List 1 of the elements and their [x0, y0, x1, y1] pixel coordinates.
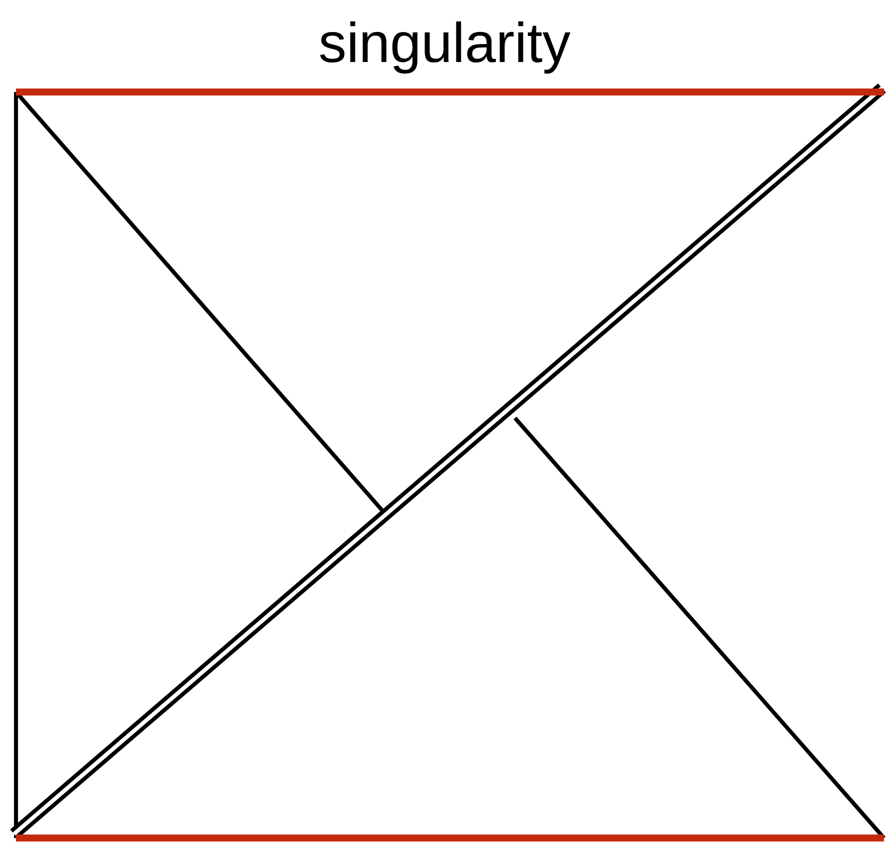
boundary-label: singularity — [318, 11, 571, 75]
